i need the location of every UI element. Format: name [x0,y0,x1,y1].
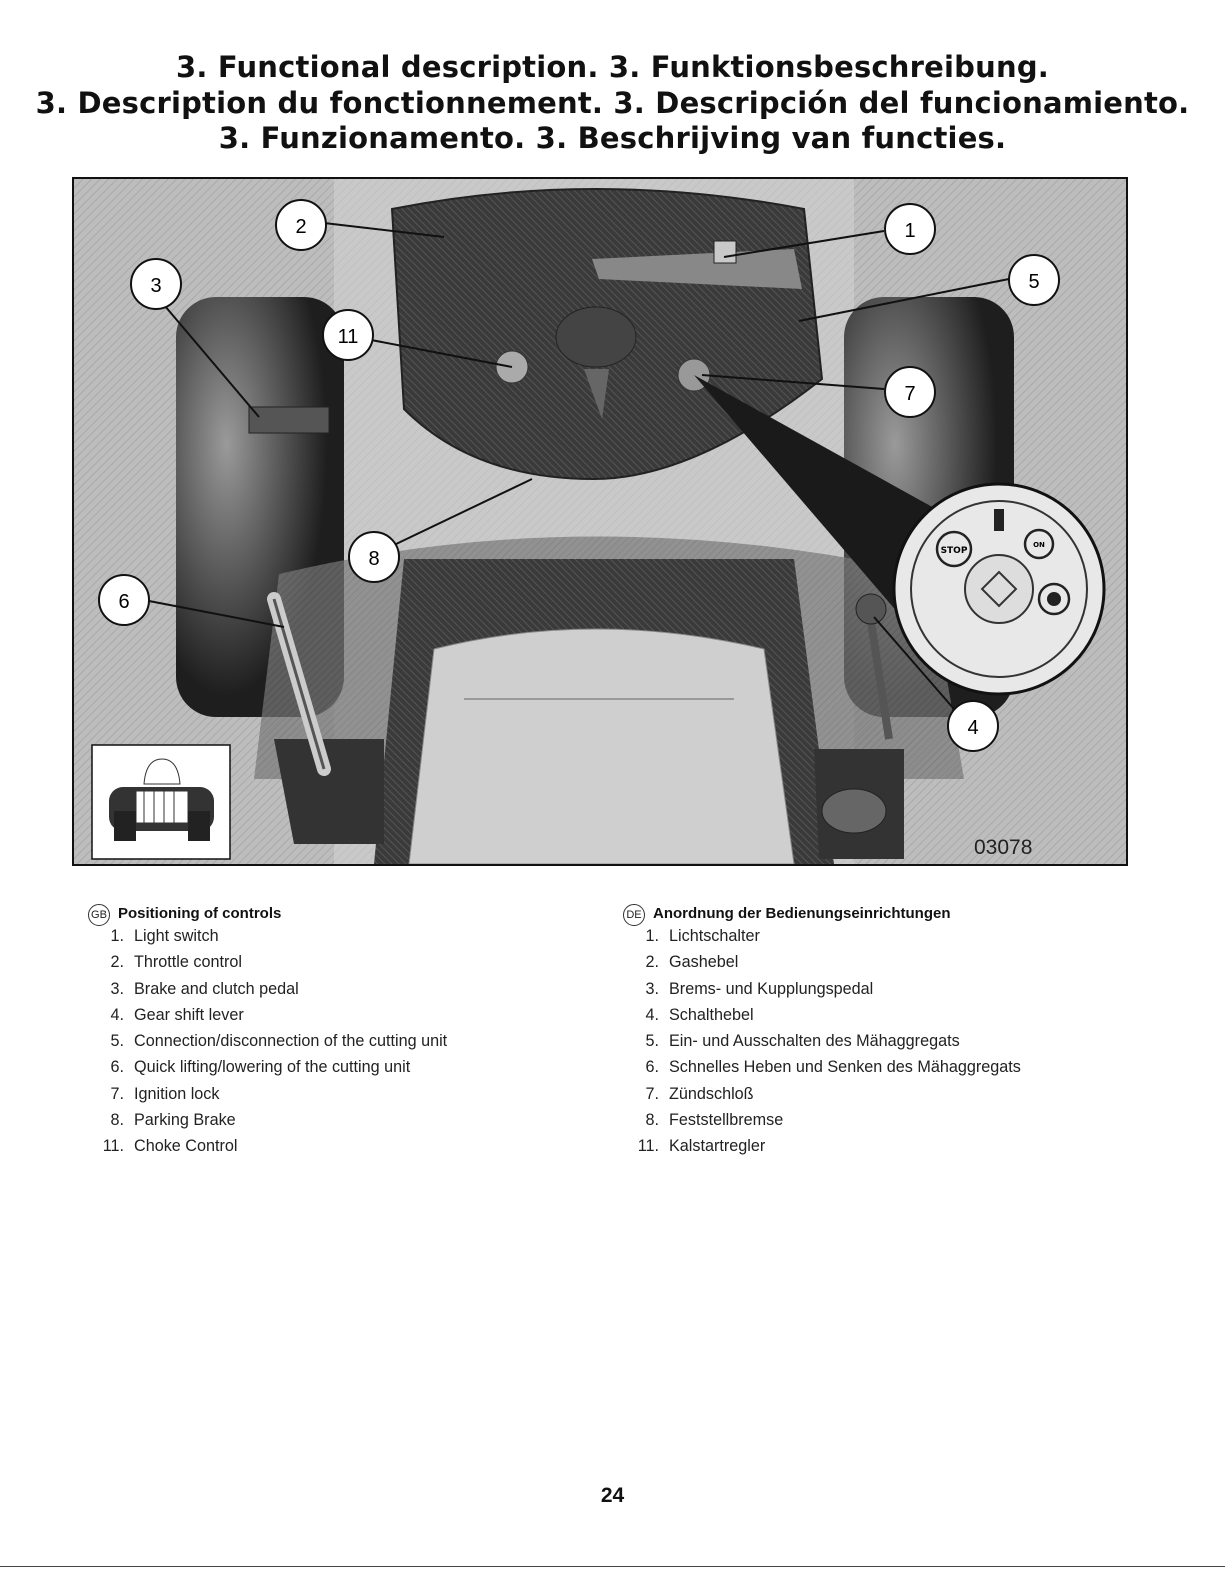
item-number: 7. [110,1084,124,1103]
item-number: 5. [645,1032,659,1051]
figure-code: 03078 [974,836,1033,859]
callout-7: 7 [904,383,915,405]
heading-line-2: 3. Description du fonctionnement. 3. Des… [35,86,1190,120]
item-text: Brake and clutch pedal [134,979,299,998]
item-text: Ignition lock [134,1084,220,1103]
item-number: 3. [645,979,659,998]
item-number: 7. [645,1084,659,1103]
item-number: 6. [110,1058,124,1077]
heading-line-3: 3. Funzionamento. 3. Beschrijving van fu… [218,121,1007,155]
item-text: Throttle control [134,953,242,972]
item-number: 2. [110,953,124,972]
item-number: 1. [645,927,659,945]
item-number: 11. [102,1137,124,1156]
item-number: 4. [110,1005,124,1024]
item-number: 8. [110,1111,124,1130]
section-gb: GB Positioning of controls 1. Light switc… [88,903,608,1155]
section-title-de: Anordnung der Bedienungseinrichtungen [653,905,951,922]
item-number: 5. [110,1032,124,1051]
page-number: 24 [600,1484,625,1507]
item-text: Feststellbremse [669,1111,784,1130]
item-number: 1. [110,927,124,945]
item-text: Connection/disconnection of the cutting … [134,1032,448,1051]
section-title-gb: Positioning of controls [118,905,282,922]
item-text: Lichtschalter [669,927,760,945]
lang-badge-de: DE [623,904,645,926]
gear-knob [855,593,887,625]
light-switch [713,240,737,264]
callout-2: 2 [295,216,306,238]
callout-4: 4 [967,717,978,739]
item-text: Gashebel [669,953,739,972]
controls-figure: STOP ON 2 [72,177,1128,866]
item-number: 11. [637,1137,659,1156]
tractor-controls-illustration: STOP ON 2 [74,179,1126,864]
bottom-divider [0,1566,1225,1567]
item-text: Parking Brake [134,1111,236,1130]
item-text: Brems- und Kupplungspedal [669,979,874,998]
item-number: 2. [645,953,659,972]
item-text: Light switch [134,927,219,945]
item-number: 4. [645,1005,659,1024]
ignition-stop-label: STOP [941,546,968,556]
item-text: Kalstartregler [669,1137,766,1156]
callout-3: 3 [150,275,161,297]
callout-5: 5 [1028,271,1039,293]
callout-1: 1 [904,220,915,242]
item-number: 8. [645,1111,659,1130]
lang-badge-gb: GB [88,904,110,926]
item-text: Ein- und Ausschalten des Mähaggregats [669,1032,960,1051]
item-text: Gear shift lever [134,1005,244,1024]
heading-line-1: 3. Functional description. 3. Funktionsb… [175,50,1049,84]
callout-6: 6 [118,591,129,613]
callout-8: 8 [368,548,379,570]
section-de: DE Anordnung der Bedienungseinrichtungen… [623,903,1143,1155]
callout-11: 11 [338,326,359,348]
callout-group: 2 1 3 5 11 7 8 6 4 [98,199,1060,752]
ignition-on-label: ON [1033,541,1045,549]
item-number: 3. [110,979,124,998]
item-text: Schalthebel [669,1005,754,1024]
item-text: Choke Control [134,1137,238,1156]
item-text: Zündschloß [669,1084,754,1103]
item-number: 6. [645,1058,659,1077]
item-text: Quick lifting/lowering of the cutting un… [134,1058,411,1077]
item-text: Schnelles Heben und Senken des Mähaggreg… [669,1058,1021,1077]
